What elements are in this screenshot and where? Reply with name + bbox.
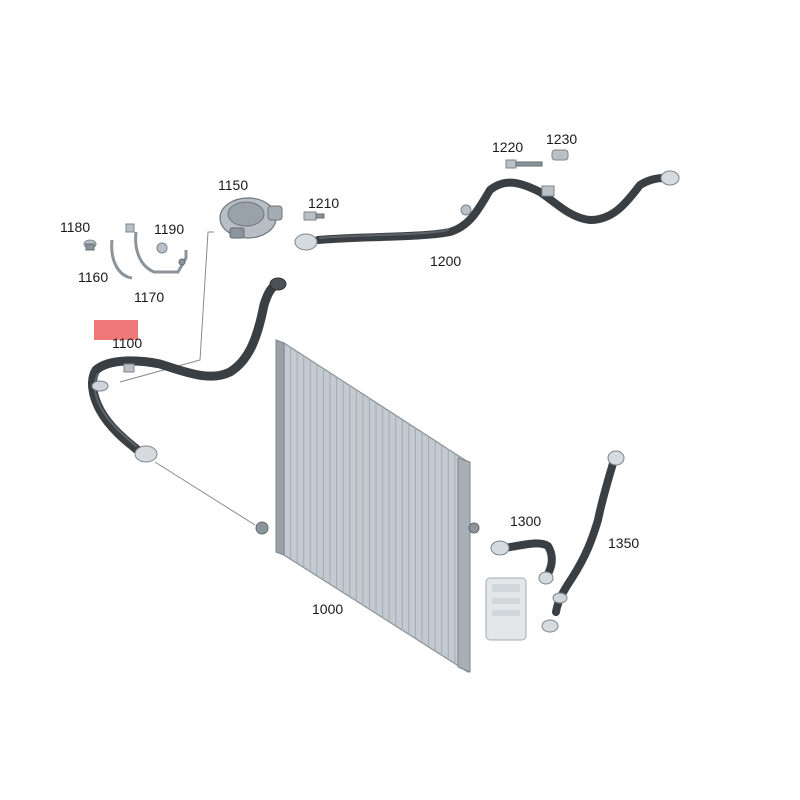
bracket-1170 [134,231,188,274]
hose-1200-start-connector [294,233,318,251]
callout-1210: 1210 [308,195,339,211]
callout-1150: 1150 [218,177,248,193]
leader-lines [119,231,256,526]
bolt-1190 [156,242,168,254]
hose-1350 [541,450,625,633]
callout-1170: 1170 [134,289,164,305]
callout-1160: 1160 [78,269,108,285]
hose-1200-bracket [541,185,555,197]
highlight-box [94,320,138,340]
clamp-1160 [110,223,135,280]
sleeve-1230 [551,149,569,161]
hose-1300 [490,539,556,585]
radiator-1000 [255,339,480,674]
hose-1100-clip [91,380,109,392]
callout-1000: 1000 [312,601,343,617]
callout-1220: 1220 [492,139,523,155]
radiator-side-port [468,522,480,534]
hose-1200 [294,170,680,251]
callout-1100: 1100 [112,335,142,351]
callout-1300: 1300 [510,513,541,529]
clip-1180 [83,239,97,251]
water-pump-1150 [219,197,283,239]
hose-1100-bracket [123,363,135,373]
callout-1200: 1200 [430,253,461,269]
callout-1190: 1190 [154,221,184,237]
radiator-lower-port [255,521,269,535]
callout-1180: 1180 [60,219,90,235]
bolt-1220 [505,159,543,169]
hose-1100-connector [134,445,158,463]
coolant-reservoir [485,577,527,641]
hose-1100-upper-end [269,277,287,291]
callout-1230: 1230 [546,131,577,147]
callout-1350: 1350 [608,535,639,551]
hose-1200-end-connector [660,170,680,186]
hose-1100 [88,277,287,463]
screw-1210 [303,211,325,221]
hose-1200-clip [460,204,472,216]
